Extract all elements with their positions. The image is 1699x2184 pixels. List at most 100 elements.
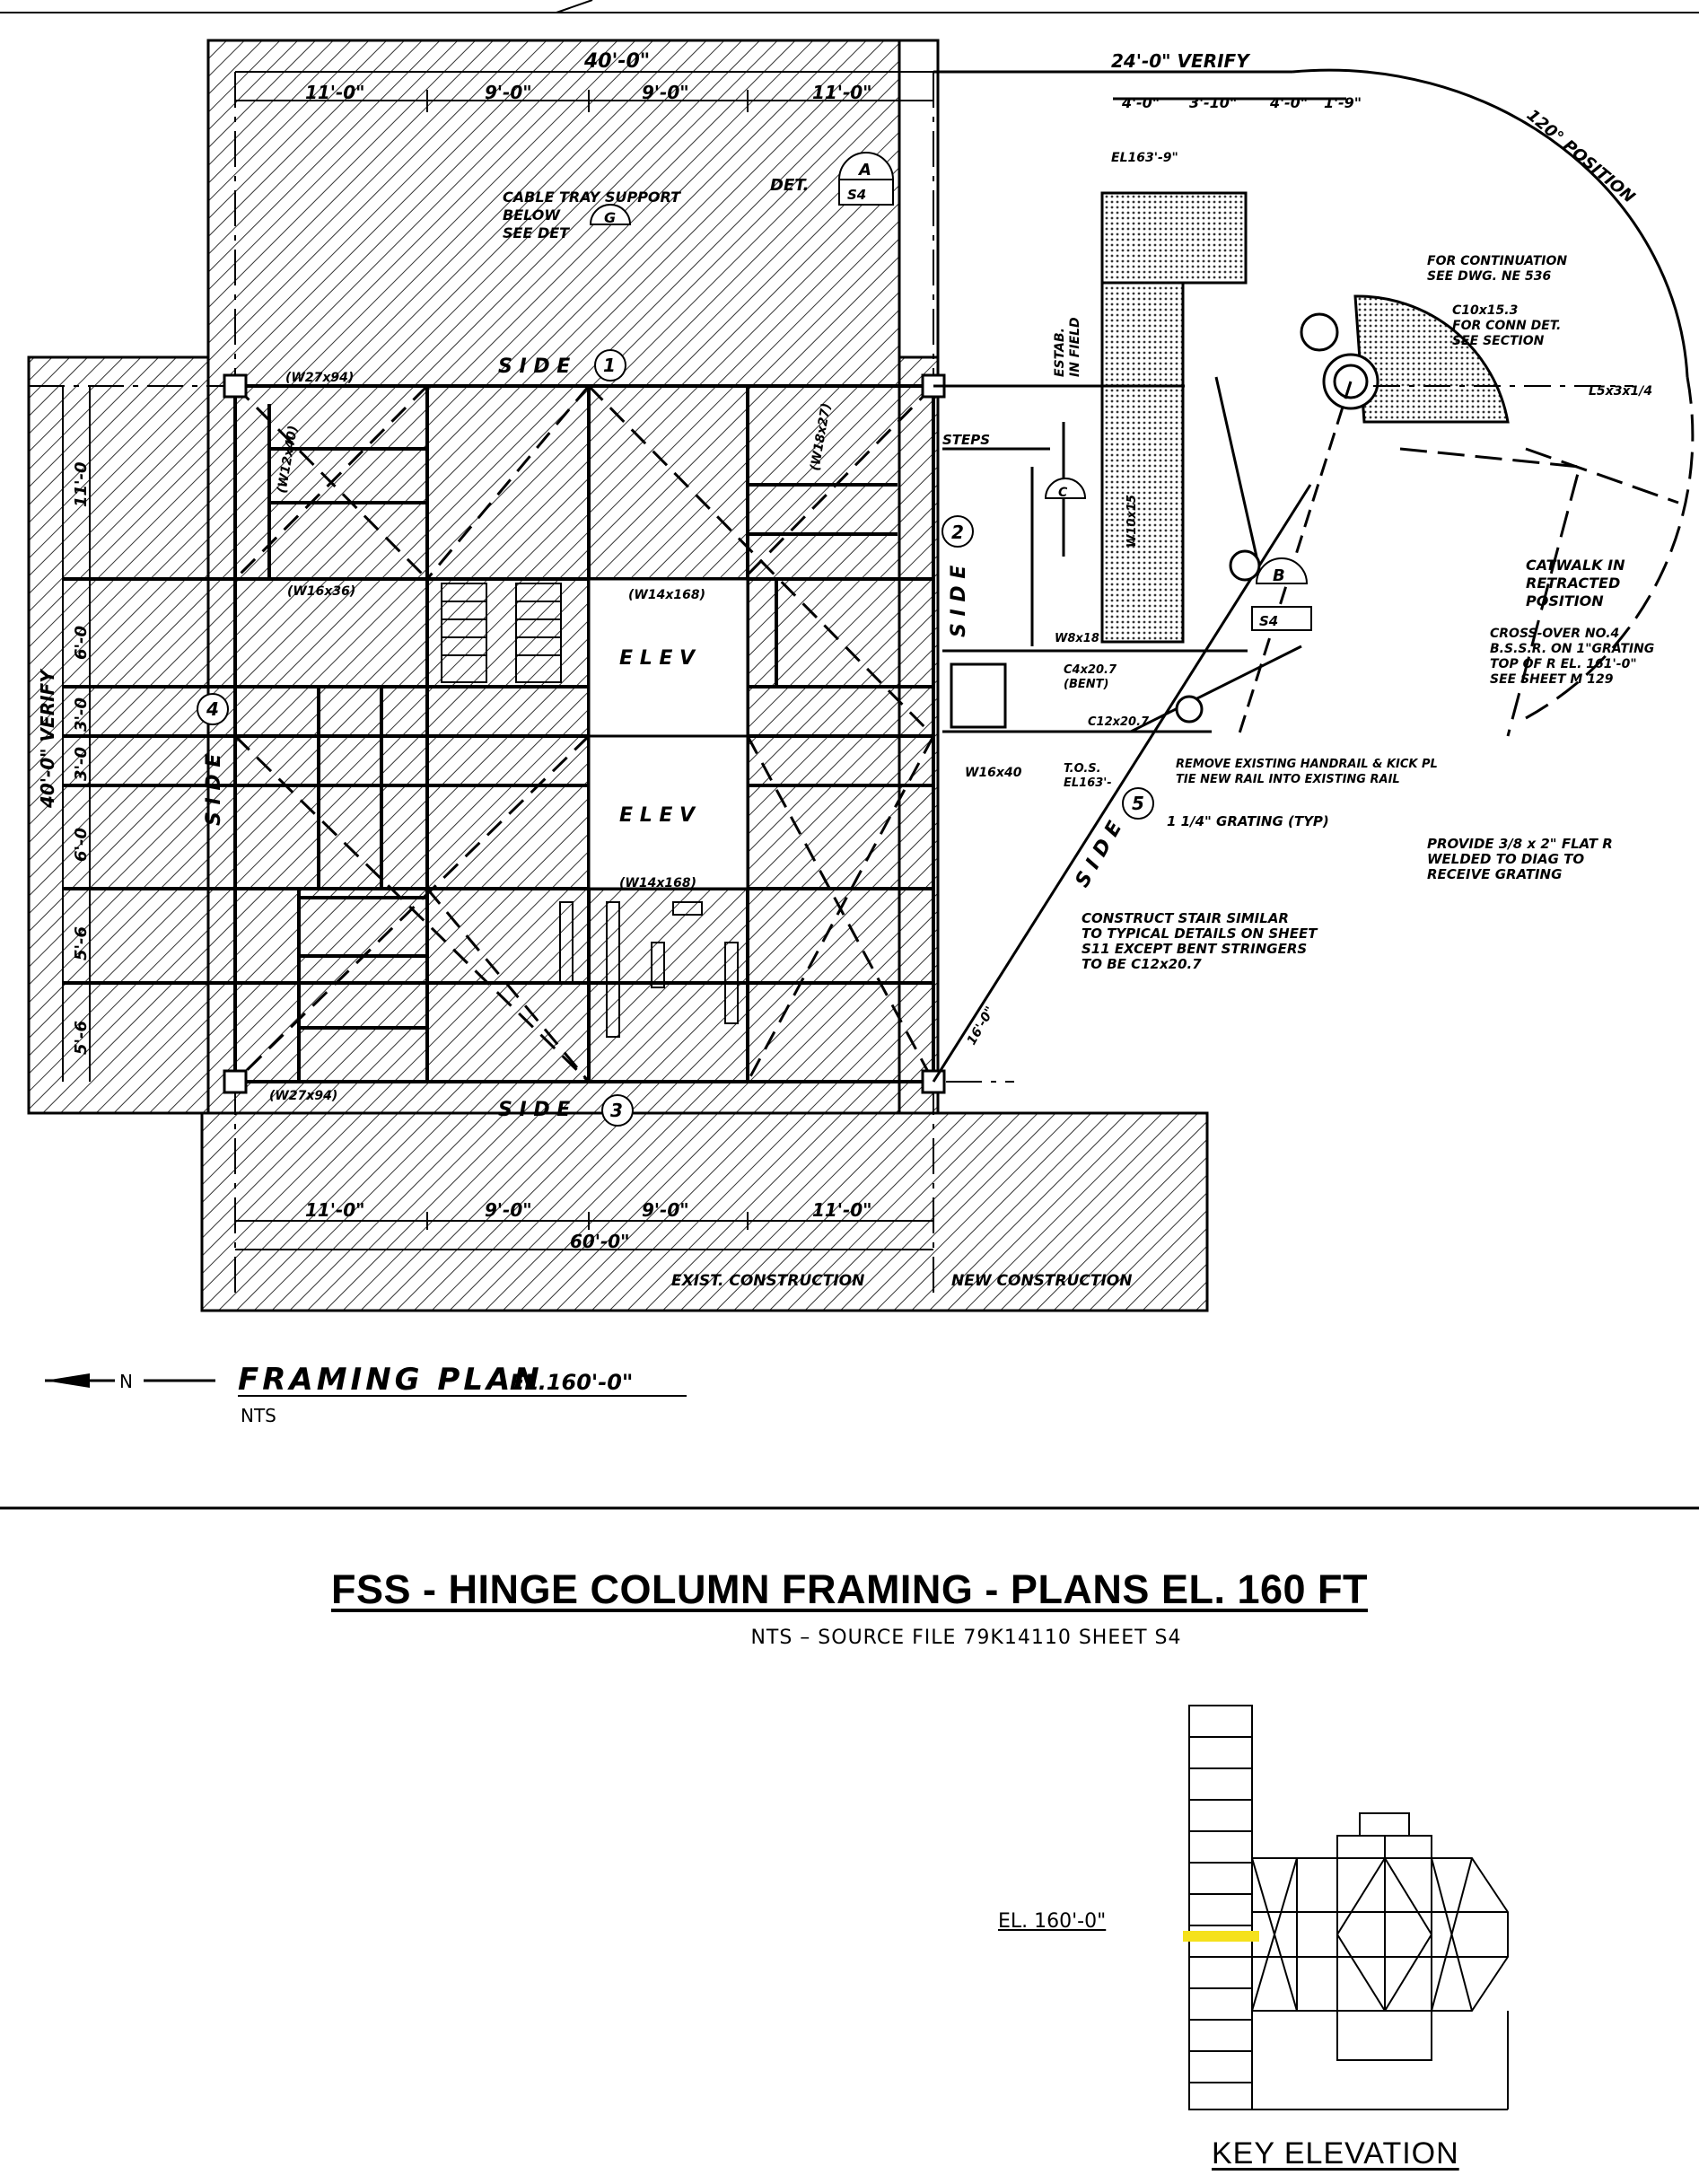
column-markers xyxy=(223,373,946,1094)
elevator-core xyxy=(587,577,749,890)
dim-left-4: 3'-0 xyxy=(72,747,91,781)
dim-left-3: 3'-0 xyxy=(72,697,91,732)
north-label: N xyxy=(119,1371,133,1392)
provide-1: PROVIDE 3/8 x 2" FLAT R xyxy=(1427,836,1613,852)
cable-tray-note-3: SEE DET xyxy=(503,224,570,241)
existing-floor-outline xyxy=(206,39,940,1115)
dim-bay-4: 11'-0" xyxy=(812,82,872,103)
vents xyxy=(559,901,739,1038)
side-3-label: S I D E xyxy=(498,1099,570,1121)
side-2-number: 2 xyxy=(951,522,964,543)
w10-label: W10x15 xyxy=(1125,495,1139,548)
cable-tray-note-1: CABLE TRAY SUPPORT xyxy=(503,189,681,206)
construct-4: TO BE C12x20.7 xyxy=(1082,956,1202,972)
dim-overall-left: 40'-0" VERIFY xyxy=(37,668,58,809)
tos-1: T.O.S. xyxy=(1064,762,1101,776)
dim-overall-bottom: 60'-0" xyxy=(570,1231,630,1252)
det-a: A xyxy=(857,161,871,180)
member-w14-bottom: (W14x168) xyxy=(619,876,696,890)
key-elevation-diagram xyxy=(1188,1705,1509,2110)
w8-label: W8x18 xyxy=(1055,632,1099,645)
det-b-sheet: S4 xyxy=(1259,613,1278,629)
dim-bottom-bay-1: 11'-0" xyxy=(305,1199,365,1221)
provide-2: WELDED TO DIAG TO xyxy=(1427,851,1584,867)
det-c: C xyxy=(1058,486,1068,500)
dim-bottom-bay-3: 9'-0" xyxy=(642,1199,689,1221)
det-a-sheet: S4 xyxy=(847,187,866,203)
det-b: B xyxy=(1273,566,1285,585)
detail-bubbles xyxy=(197,152,1312,1127)
side-5-number: 5 xyxy=(1132,793,1144,814)
dim-bottom-bay-4: 11'-0" xyxy=(812,1199,872,1221)
side-5-label: S I D E xyxy=(1072,818,1127,891)
key-elevation-title: KEY ELEVATION xyxy=(1212,2136,1459,2171)
catwalk-2: RETRACTED xyxy=(1526,575,1620,592)
tos-2: EL163'- xyxy=(1064,776,1112,790)
steps-label: STEPS xyxy=(942,432,990,448)
c12-label: C12x20.7 xyxy=(1088,715,1150,729)
top-right-bay-2: 3'-10" xyxy=(1189,94,1237,111)
det-g: G xyxy=(604,209,616,226)
top-right-bay-3: 4'-0" xyxy=(1269,94,1308,111)
continuation-2: SEE DWG. NE 536 xyxy=(1427,269,1551,284)
plan-elevation: EL.160'-0" xyxy=(510,1370,633,1395)
side-1-number: 1 xyxy=(603,355,616,376)
cable-tray-note-2: BELOW xyxy=(503,206,561,224)
new-framing xyxy=(932,70,1346,1083)
det-a-label: DET. xyxy=(770,176,809,195)
dim-left-2: 6'-0 xyxy=(72,626,91,660)
plan-scale: NTS xyxy=(241,1405,276,1426)
dim-bottom-bay-2: 9'-0" xyxy=(485,1199,532,1221)
dim-bay-2: 9'-0" xyxy=(485,82,532,103)
l5: L5x3x1/4 xyxy=(1589,384,1652,399)
dim-left-5: 6'-0 xyxy=(72,828,91,862)
side-4-label: S I D E xyxy=(203,754,225,826)
provide-3: RECEIVE GRATING xyxy=(1427,866,1562,882)
estab-1: ESTAB. xyxy=(1053,328,1067,377)
dim-left-6: 5'-6 xyxy=(72,926,91,960)
member-w27-top: (W27x94) xyxy=(285,371,354,385)
crossover-2: B.S.S.R. ON 1"GRATING xyxy=(1490,642,1654,656)
crossover-4: SEE SHEET M 129 xyxy=(1490,672,1614,687)
stairs xyxy=(441,583,562,683)
side-2-label: S I D E xyxy=(948,566,970,637)
remove-rail-2: TIE NEW RAIL INTO EXISTING RAIL xyxy=(1176,773,1400,786)
new-construction: NEW CONSTRUCTION xyxy=(951,1272,1132,1290)
c10-1: C10x15.3 xyxy=(1452,303,1518,318)
construct-1: CONSTRUCT STAIR SIMILAR xyxy=(1082,910,1289,926)
member-w16-36: (W16x36) xyxy=(287,584,355,599)
key-elevation-highlight xyxy=(1183,1931,1259,1942)
crossover-1: CROSS-OVER NO.4 xyxy=(1490,627,1619,641)
drawing-subtitle: NTS – SOURCE FILE 79K14110 SHEET S4 xyxy=(750,1627,1182,1649)
top-right-bay-4: 1'-9" xyxy=(1324,94,1362,111)
catwalk-3: POSITION xyxy=(1526,592,1604,610)
side-1-label: S I D E xyxy=(498,355,570,378)
w16x40: W16x40 xyxy=(965,766,1022,780)
continuation-1: FOR CONTINUATION xyxy=(1427,254,1567,268)
c10-3: SEE SECTION xyxy=(1452,334,1545,348)
drawing-title: FSS - HINGE COLUMN FRAMING - PLANS EL. 1… xyxy=(330,1566,1369,1612)
dim-overall-top: 40'-0" xyxy=(583,50,650,73)
crossover-3: TOP OF R EL. 161'-0" xyxy=(1490,657,1637,671)
member-w27-bottom: (W27x94) xyxy=(269,1089,337,1103)
catwalk-1: CATWALK IN xyxy=(1526,557,1625,574)
member-w14-top: (W14x168) xyxy=(628,588,705,602)
remove-rail-1: REMOVE EXISTING HANDRAIL & KICK PL xyxy=(1176,758,1438,771)
elev-label-2: E L E V xyxy=(619,804,696,827)
dim-bay-3: 9'-0" xyxy=(642,82,689,103)
side-4-number: 4 xyxy=(206,698,219,720)
construct-3: S11 EXCEPT BENT STRINGERS xyxy=(1082,941,1307,957)
exist-construction: EXIST. CONSTRUCTION xyxy=(671,1272,864,1290)
plan-title: FRAMING PLAN xyxy=(238,1362,543,1398)
top-right-bay-1: 4'-0" xyxy=(1121,94,1160,111)
construct-2: TO TYPICAL DETAILS ON SHEET xyxy=(1082,925,1318,942)
dim-bay-1: 11'-0" xyxy=(305,82,365,103)
c4-1: C4x20.7 xyxy=(1064,663,1117,677)
c10-2: FOR CONN DET. xyxy=(1452,319,1561,333)
position-120: 120° POSITION xyxy=(1523,106,1639,207)
grating-note: 1 1/4" GRATING (TYP) xyxy=(1167,813,1329,829)
estab-2: IN FIELD xyxy=(1068,317,1082,377)
elev-label-1: E L E V xyxy=(619,647,696,670)
c4-2: (BENT) xyxy=(1064,678,1108,691)
